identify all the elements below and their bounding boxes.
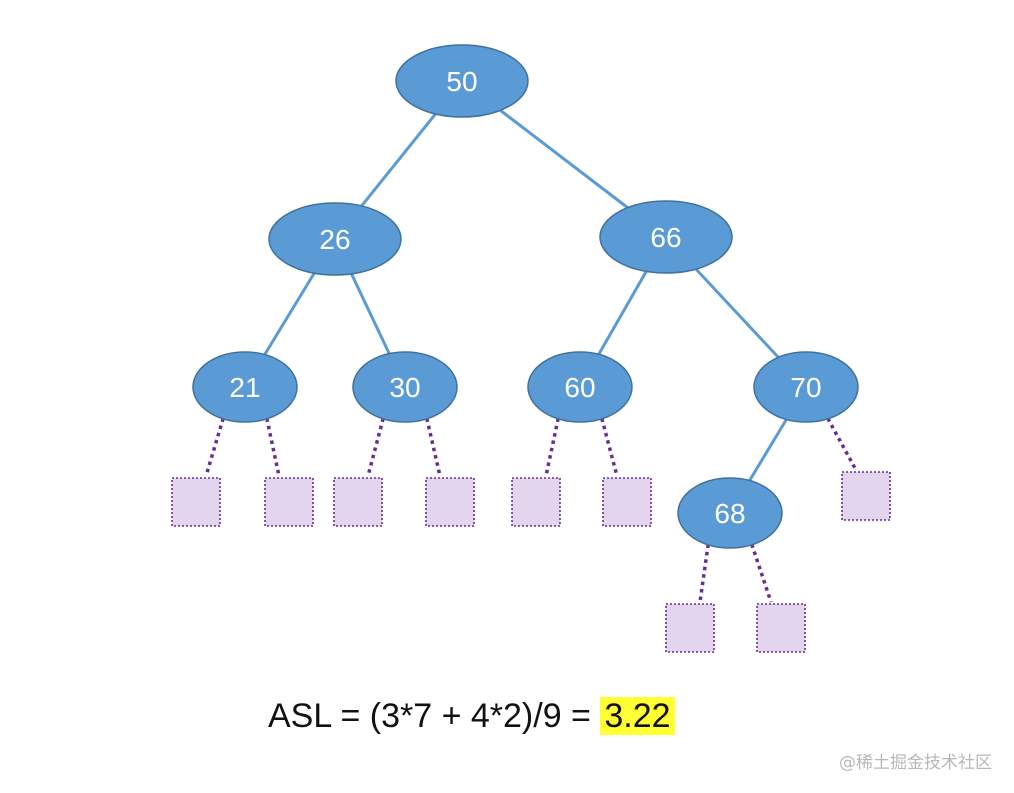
- asl-result-highlight: 3.22: [600, 697, 675, 735]
- edge-n50-n26: [357, 109, 440, 211]
- external-link-n30-right: [425, 418, 442, 477]
- tree-node-68: 68: [677, 477, 783, 549]
- tree-node-66: 66: [599, 200, 733, 274]
- tree-node-21: 21: [192, 351, 298, 423]
- edge-n50-n66: [496, 106, 632, 212]
- external-node-n70-right: [841, 471, 891, 521]
- asl-expression: ASL = (3*7 + 4*2)/9 =: [268, 697, 601, 735]
- tree-node-label: 26: [319, 224, 350, 255]
- external-node-n30-right: [425, 477, 475, 527]
- edge-n70-n68: [746, 415, 790, 485]
- external-link-n70-right: [826, 417, 858, 471]
- external-link-n60-left: [544, 418, 560, 477]
- tree-node-ellipse: [599, 200, 733, 274]
- tree-node-ellipse: [677, 477, 783, 549]
- edge-n66-n60: [595, 267, 650, 359]
- tree-node-label: 68: [714, 498, 745, 529]
- external-link-n21-right: [265, 418, 281, 477]
- external-node-links: [204, 417, 858, 603]
- tree-node-30: 30: [352, 351, 458, 423]
- tree-node-label: 66: [650, 222, 681, 253]
- tree-node-ellipse: [352, 351, 458, 423]
- external-node-n21-left: [171, 477, 221, 527]
- tree-node-label: 50: [446, 66, 477, 97]
- tree-node-60: 60: [527, 351, 633, 423]
- tree-node-ellipse: [527, 351, 633, 423]
- tree-node-70: 70: [753, 351, 859, 423]
- tree-node-ellipse: [395, 44, 529, 118]
- external-node-n68-left: [665, 603, 715, 653]
- tree-nodes: 50 26 66 21 30 60 70 68: [192, 44, 859, 549]
- external-nodes: [171, 471, 891, 653]
- external-link-n21-left: [204, 417, 225, 477]
- edge-n66-n70: [692, 265, 783, 362]
- external-link-n68-right: [750, 543, 773, 603]
- external-node-n30-left: [333, 477, 383, 527]
- watermark-text: @稀土掘金技术社区: [839, 753, 992, 773]
- edge-n26-n21: [261, 268, 318, 359]
- external-node-n60-left: [511, 477, 561, 527]
- tree-node-label: 70: [790, 372, 821, 403]
- tree-node-26: 26: [268, 202, 402, 276]
- tree-edges: [261, 106, 790, 485]
- tree-node-label: 30: [389, 372, 420, 403]
- tree-node-label: 21: [229, 372, 260, 403]
- asl-formula: ASL = (3*7 + 4*2)/9 = 3.22: [268, 692, 675, 740]
- tree-node-50: 50: [395, 44, 529, 118]
- tree-node-ellipse: [753, 351, 859, 423]
- edge-n26-n30: [348, 269, 393, 358]
- external-node-n21-right: [264, 477, 314, 527]
- tree-node-ellipse: [268, 202, 402, 276]
- external-link-n68-left: [698, 544, 710, 603]
- external-node-n60-right: [602, 477, 652, 527]
- tree-node-label: 60: [564, 372, 595, 403]
- external-node-n68-right: [756, 603, 806, 653]
- tree-node-ellipse: [192, 351, 298, 423]
- external-link-n60-right: [600, 418, 619, 477]
- external-link-n30-left: [366, 418, 385, 477]
